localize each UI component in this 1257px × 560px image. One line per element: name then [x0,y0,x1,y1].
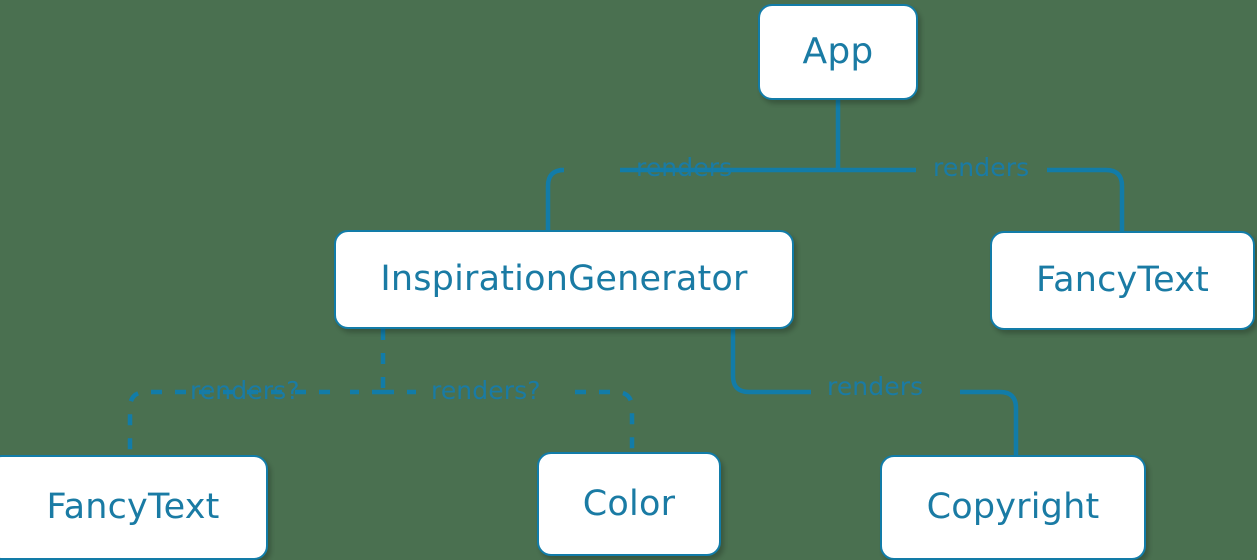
node-color-label: Color [582,483,676,524]
node-color[interactable]: Color [537,452,721,556]
node-inspiration-generator[interactable]: InspirationGenerator [334,230,794,329]
edge-label-app-inspirationgenerator: renders [636,153,733,182]
edge-label-inspirationgenerator-color: renders? [431,376,541,405]
node-copyright-label: Copyright [926,487,1100,527]
node-fancytext-bottom[interactable]: FancyText [0,455,268,560]
node-fancytext-right[interactable]: FancyText [990,231,1255,330]
node-inspiration-generator-label: InspirationGenerator [380,259,748,299]
wire-inspirationgenerator-color-dashed [383,389,635,452]
node-copyright[interactable]: Copyright [880,455,1146,560]
node-app-label: App [802,31,874,72]
wire-app-inspirationgenerator [545,167,838,230]
edge-label-inspirationgenerator-fancytext: renders? [190,376,300,405]
wire-app-fancytext [838,167,1125,231]
node-fancytext-bottom-label: FancyText [46,487,220,527]
node-fancytext-right-label: FancyText [1035,260,1210,300]
wire-inspirationgenerator-copyright [730,329,1019,455]
edge-label-inspirationgenerator-copyright: renders [827,372,924,401]
node-app[interactable]: App [758,4,918,100]
edge-label-app-fancytext: renders [933,153,1030,182]
wire-inspirationgenerator-fancytext-dashed [127,389,383,455]
